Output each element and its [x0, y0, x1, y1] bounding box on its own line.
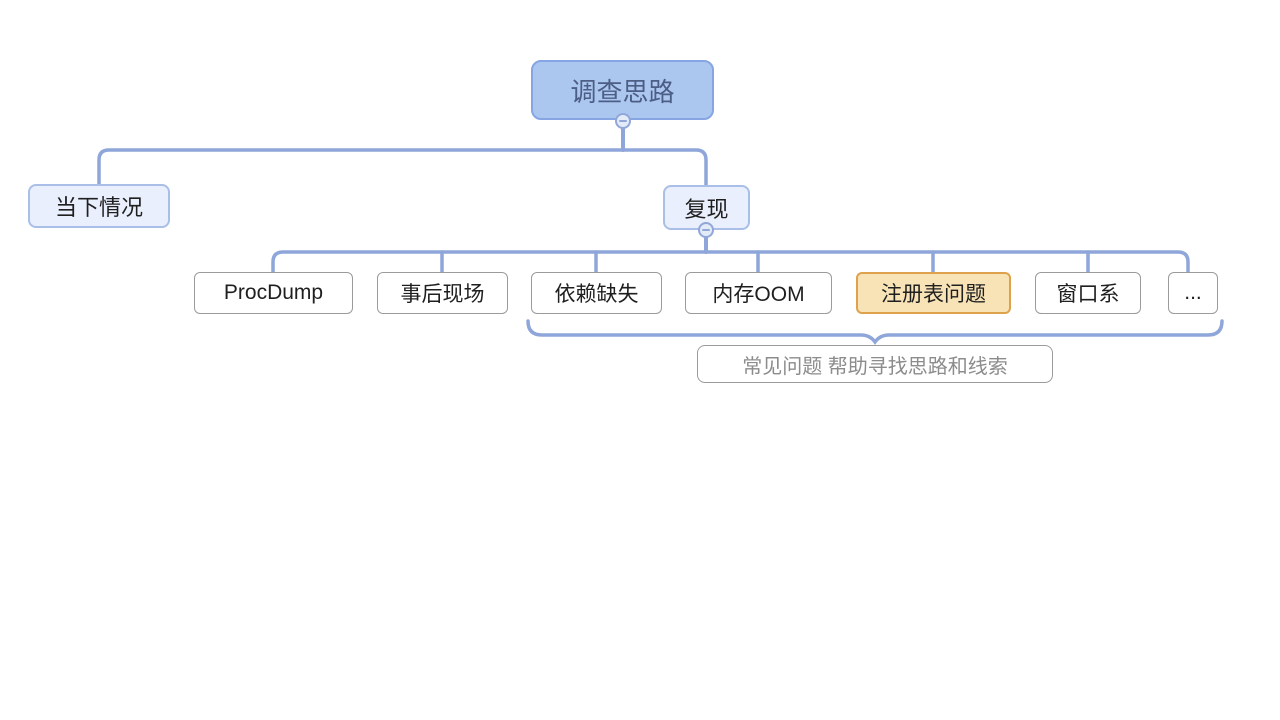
topic-investigation-root[interactable]: 调查思路	[531, 60, 714, 120]
leaf-memory-oom[interactable]: 内存OOM	[685, 272, 832, 314]
summary-common-problems[interactable]: 常见问题 帮助寻找思路和线索	[697, 345, 1053, 383]
leaf-procdump[interactable]: ProcDump	[194, 272, 353, 314]
collapse-minus-icon	[619, 120, 627, 122]
leaf-more-ellipsis-label: ...	[1184, 281, 1202, 304]
connector-branch-rail	[97, 148, 708, 188]
summary-common-problems-label: 常见问题 帮助寻找思路和线索	[742, 355, 1008, 378]
connector-leaf-drops	[440, 250, 1090, 274]
leaf-registry-issue-label: 注册表问题	[881, 283, 986, 306]
collapse-button-reproduce[interactable]	[698, 222, 714, 238]
leaf-missing-dependency-label: 依赖缺失	[554, 283, 639, 306]
topic-investigation-label: 调查思路	[570, 76, 675, 107]
leaf-memory-oom-label: 内存OOM	[712, 283, 805, 306]
summary-brace	[526, 319, 1224, 346]
leaf-procdump-label: ProcDump	[223, 281, 324, 304]
leaf-more-ellipsis[interactable]: ...	[1168, 272, 1218, 314]
collapse-minus-icon	[702, 229, 710, 231]
leaf-window-related-label: 窗口系	[1056, 283, 1120, 306]
leaf-missing-dependency[interactable]: 依赖缺失	[531, 272, 662, 314]
subtopic-current-situation-label: 当下情况	[54, 195, 143, 220]
subtopic-reproduce-label: 复现	[684, 196, 729, 222]
connector-leaf-rail	[271, 250, 1190, 274]
subtopic-current-situation[interactable]: 当下情况	[28, 184, 170, 228]
leaf-window-related[interactable]: 窗口系	[1035, 272, 1141, 314]
leaf-registry-issue-highlighted[interactable]: 注册表问题	[856, 272, 1011, 314]
leaf-aftermath-scene[interactable]: 事后现场	[377, 272, 508, 314]
leaf-aftermath-scene-label: 事后现场	[400, 283, 485, 306]
collapse-button-root[interactable]	[615, 113, 631, 129]
